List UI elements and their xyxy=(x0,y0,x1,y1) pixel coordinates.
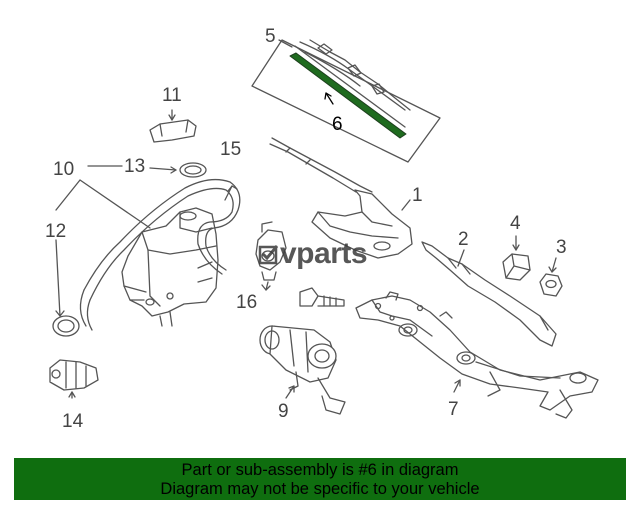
parts-diagram xyxy=(49,39,599,419)
callout-14: 14 xyxy=(62,411,84,432)
watermark-text: vparts xyxy=(280,237,368,270)
wiper-arm xyxy=(269,137,413,259)
callout-10-leader xyxy=(55,165,151,229)
filler-cap-seal xyxy=(149,162,207,178)
wiper-blade-insert-highlighted xyxy=(289,52,407,139)
washer-nozzle xyxy=(49,359,99,399)
callout-2: 2 xyxy=(458,229,469,250)
callout-13: 13 xyxy=(124,156,146,177)
washer-pump xyxy=(255,221,287,291)
wiper-arm-2 xyxy=(421,241,557,347)
callout-11: 11 xyxy=(162,85,182,106)
pivot-cap xyxy=(502,235,531,281)
callout-6: 6 xyxy=(332,114,343,135)
callout-10: 10 xyxy=(53,159,75,180)
banner-line-2: Diagram may not be specific to your vehi… xyxy=(160,480,480,498)
washer-reservoir xyxy=(121,207,219,327)
callout-15: 15 xyxy=(220,139,242,160)
grommet xyxy=(52,239,80,337)
wiper-linkage xyxy=(355,291,599,419)
callout-4: 4 xyxy=(510,213,521,234)
callout-16: 16 xyxy=(236,292,258,313)
vparts-logo-icon xyxy=(258,245,279,265)
callout-3: 3 xyxy=(556,237,567,258)
callout-1: 1 xyxy=(412,185,423,206)
reservoir-bracket xyxy=(149,109,197,143)
callout-6-leader xyxy=(325,92,334,105)
callout-5-leader xyxy=(278,39,293,48)
info-banner: Part or sub-assembly is #6 in diagram Di… xyxy=(14,458,626,500)
callout-7: 7 xyxy=(448,399,459,420)
callout-12: 12 xyxy=(45,221,67,242)
bolt xyxy=(299,287,345,307)
callout-5: 5 xyxy=(265,26,276,47)
washer-hose xyxy=(79,178,241,331)
wiper-motor xyxy=(259,325,346,415)
callout-9: 9 xyxy=(278,401,289,422)
vparts-watermark: vparts xyxy=(258,234,368,274)
wiper-blade-assembly xyxy=(251,39,441,163)
banner-line-1: Part or sub-assembly is #6 in diagram xyxy=(181,461,459,479)
pivot-nut xyxy=(539,257,563,297)
